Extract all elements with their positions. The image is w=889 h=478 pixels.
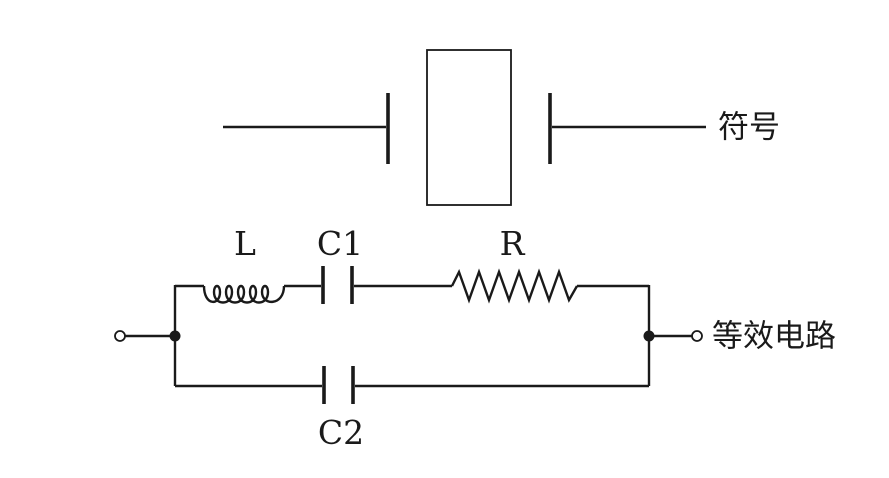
left-terminal	[114, 330, 126, 342]
symbol-crystal-body	[426, 49, 512, 206]
inductor-coil	[202, 284, 286, 304]
c2-label: C2	[318, 413, 364, 452]
resistor-label: R	[500, 224, 526, 263]
right-terminal	[691, 330, 703, 342]
c1-label: C1	[317, 224, 363, 263]
crystal-symbol	[223, 49, 706, 206]
equivalent-circuit	[114, 266, 703, 404]
inductor-label: L	[234, 224, 256, 263]
equivalent-circuit-caption: 等效电路	[712, 319, 836, 355]
resistor-zigzag	[450, 268, 579, 304]
symbol-caption: 符号	[718, 110, 780, 146]
